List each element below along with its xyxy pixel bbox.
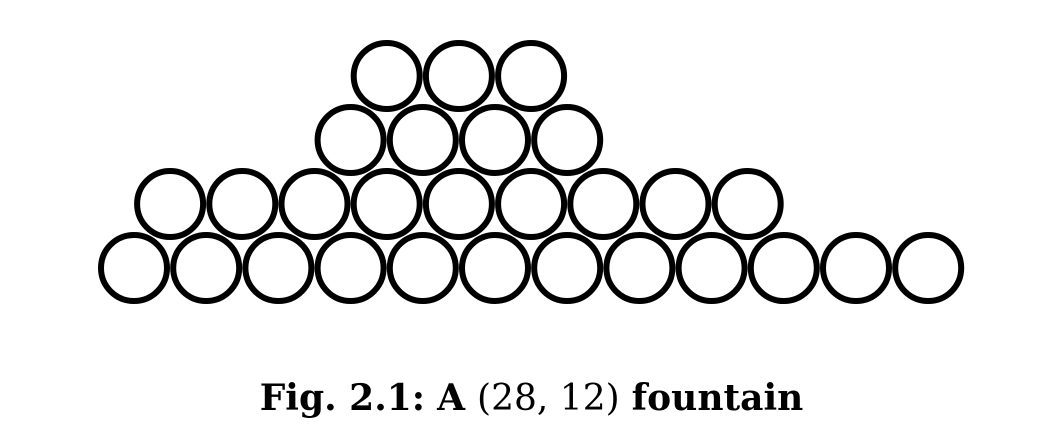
- coin-circle: [98, 232, 170, 304]
- fountain-diagram: [98, 40, 965, 304]
- coin-circle: [314, 104, 387, 176]
- caption-label: Fig. 2.1:: [259, 377, 426, 419]
- coin-circle: [386, 104, 459, 176]
- coin-circle: [531, 104, 604, 176]
- coin-circle: [603, 232, 676, 304]
- coin-circle: [892, 232, 965, 304]
- coin-circle: [567, 168, 640, 240]
- coin-circle: [531, 232, 604, 304]
- coin-circle: [820, 232, 892, 304]
- coin-circle: [422, 168, 495, 240]
- coin-circle: [747, 232, 820, 304]
- coin-circle: [350, 168, 423, 240]
- coin-circle: [711, 168, 784, 240]
- coin-circle: [495, 40, 568, 112]
- caption-params: (28, 12): [477, 378, 620, 419]
- caption-noun: fountain: [631, 377, 804, 419]
- coin-circle: [242, 232, 315, 304]
- coin-circle: [170, 232, 243, 304]
- caption-article: A: [437, 377, 466, 419]
- coin-circle: [422, 40, 495, 112]
- coin-circle: [386, 232, 459, 304]
- coin-circle: [495, 168, 568, 240]
- coin-circle: [206, 168, 279, 240]
- coin-circle: [350, 40, 423, 112]
- coin-circle: [459, 232, 531, 304]
- figure-caption: Fig. 2.1: A (28, 12) fountain: [0, 376, 1063, 421]
- coin-circle: [314, 232, 387, 304]
- coin-circle: [639, 168, 712, 240]
- coin-circle: [278, 168, 351, 240]
- coin-circle: [134, 168, 207, 240]
- coin-circle: [675, 232, 748, 304]
- coin-circle: [459, 104, 531, 176]
